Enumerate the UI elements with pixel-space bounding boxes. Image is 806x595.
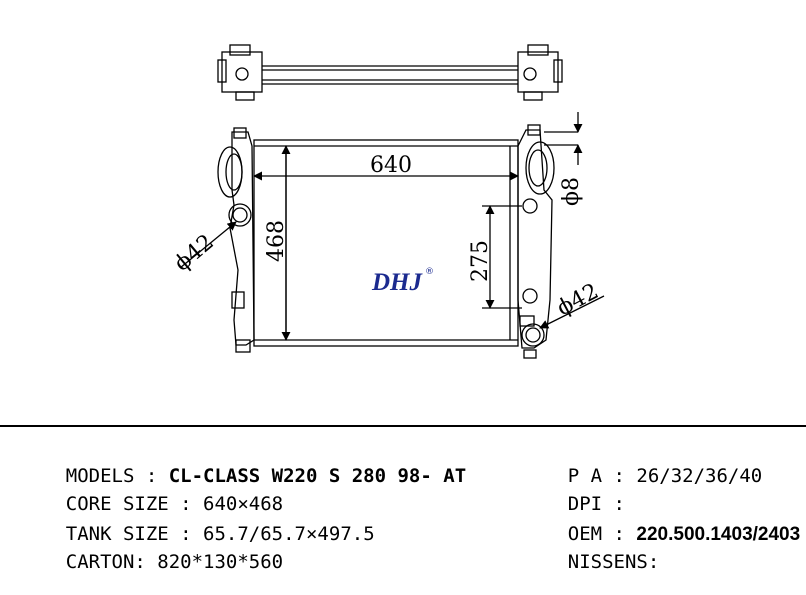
brand-logo: DHJ [371,269,424,296]
models-label: MODELS : [65,465,169,487]
carton-label: CARTON: [65,551,158,573]
spec-tank-size: TANK SIZE : 65.7/65.7×497.5 [20,501,375,567]
top-view [217,44,563,101]
spec-oem: OEM : 220.500.1403/2403 [522,501,800,568]
core-size-value: 640×468 [203,493,284,515]
tank-size-label: TANK SIZE : [65,523,204,545]
spec-core-size: CORE SIZE : 640×468 [20,471,283,537]
spec-nissens: NISSENS: [522,529,660,595]
dimension-lines [179,112,605,341]
oem-label: OEM : [567,523,637,545]
dpi-label: DPI : [567,493,637,515]
dim-width: 640 [370,153,412,178]
radiator-drawing: 640 468 275 ϕ8 ϕ42 ϕ42 DHJ ® [170,44,605,359]
spec-carton: CARTON: 820*130*560 [20,529,283,595]
dim-small-diameter: ϕ8 [559,177,584,206]
spec-table: MODELS : CL-CLASS W220 S 280 98- AT CORE… [0,425,806,573]
dim-height: 468 [264,220,289,262]
carton-value: 820*130*560 [157,551,284,573]
core-size-label: CORE SIZE : [65,493,204,515]
dim-pipe-right: ϕ42 [553,279,603,321]
spec-pa: P A : 26/32/36/40 [522,443,762,509]
nissens-label: NISSENS: [567,551,660,573]
pa-value: 26/32/36/40 [636,465,763,487]
tank-size-value: 65.7/65.7×497.5 [203,523,375,545]
brand-logo-registered: ® [425,267,434,277]
spec-divider [0,425,806,427]
spec-dpi: DPI : [522,471,636,537]
models-value: CL-CLASS W220 S 280 98- AT [168,465,467,487]
dim-pipe-left: ϕ42 [170,230,219,277]
spec-models: MODELS : CL-CLASS W220 S 280 98- AT [20,443,466,509]
dim-275: 275 [468,240,493,282]
pa-label: P A : [567,465,637,487]
oem-value: 220.500.1403/2403 [636,524,801,545]
